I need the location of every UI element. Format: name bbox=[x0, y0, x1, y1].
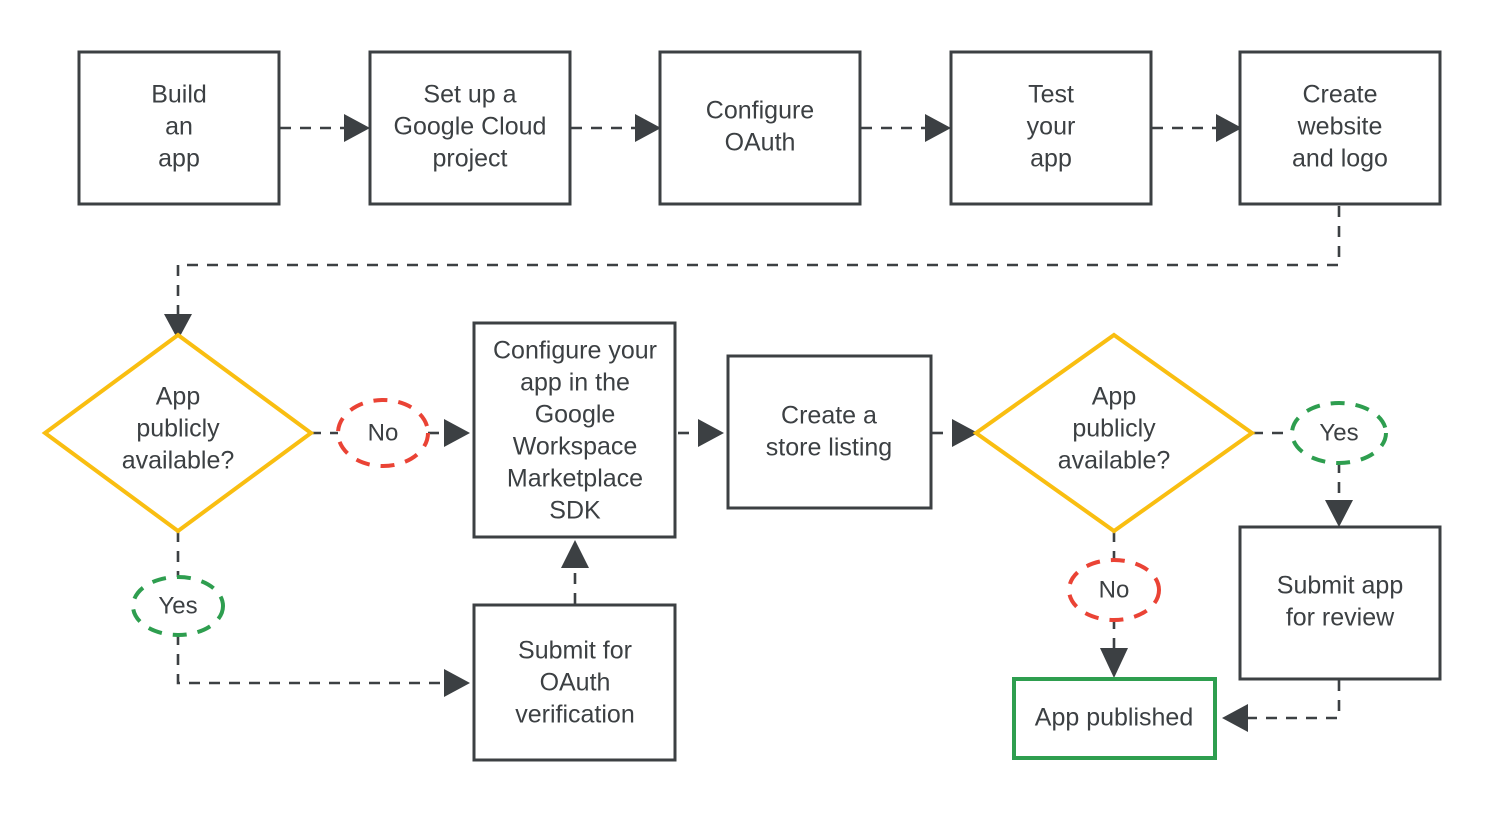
node-create-website-and-logo-line-0: Create bbox=[1302, 81, 1377, 109]
edge-label-no-2-text: No bbox=[1099, 576, 1130, 603]
edge-listing-to-decision2 bbox=[932, 419, 978, 447]
node-sdk-line-3: Workspace bbox=[513, 433, 638, 461]
node-configure-oauth[interactable]: Configure OAuth bbox=[658, 50, 862, 206]
node-google-cloud-project[interactable]: Set up a Google Cloud project bbox=[368, 50, 572, 206]
edge-no1-to-sdk bbox=[428, 419, 470, 447]
node-create-website-and-logo-line-2: and logo bbox=[1292, 145, 1388, 173]
edge-label-yes-1-text: Yes bbox=[158, 592, 197, 619]
edge-oauthverify-to-sdk bbox=[561, 540, 589, 604]
edge-label-no-2: No bbox=[1067, 558, 1161, 622]
edge-oauth-to-test bbox=[861, 114, 951, 142]
node-create-website-and-logo[interactable]: Create website and logo bbox=[1238, 50, 1442, 206]
node-configure-oauth-line-1: OAuth bbox=[725, 129, 796, 157]
node-submit-review-line-0: Submit app bbox=[1277, 572, 1403, 600]
edge-yes2-to-review bbox=[1325, 462, 1353, 527]
edge-label-yes-2-text: Yes bbox=[1319, 419, 1358, 446]
node-sdk-line-0: Configure your bbox=[493, 337, 657, 365]
node-submit-app-for-review[interactable]: Submit app for review bbox=[1238, 525, 1442, 681]
edge-yes1-to-oauthverify bbox=[176, 634, 470, 697]
node-build-an-app-line-0: Build bbox=[151, 81, 207, 109]
node-test-your-app[interactable]: Test your app bbox=[949, 50, 1153, 206]
node-google-cloud-project-line-2: project bbox=[432, 145, 507, 173]
node-build-an-app-line-1: an bbox=[165, 113, 193, 141]
node-store-listing-line-1: store listing bbox=[766, 434, 892, 462]
node-app-published[interactable]: App published bbox=[1012, 677, 1217, 760]
node-configure-marketplace-sdk[interactable]: Configure your app in the Google Workspa… bbox=[472, 321, 677, 539]
node-oauth-verify-line-0: Submit for bbox=[518, 637, 632, 665]
node-app-published-label: App published bbox=[1035, 704, 1193, 732]
edge-label-yes-1: Yes bbox=[131, 575, 225, 637]
edge-review-to-published bbox=[1222, 680, 1341, 732]
node-decision-app-publicly-available-1[interactable]: App publicly available? bbox=[41, 332, 315, 534]
node-google-cloud-project-line-0: Set up a bbox=[423, 81, 516, 109]
edge-no2-to-published bbox=[1100, 618, 1128, 678]
node-build-an-app[interactable]: Build an app bbox=[77, 50, 281, 206]
node-test-your-app-line-0: Test bbox=[1028, 81, 1074, 109]
edge-label-no-1: No bbox=[336, 398, 430, 468]
node-decision-1-line-0: App bbox=[156, 383, 200, 411]
node-decision-1-line-2: available? bbox=[122, 447, 235, 475]
edge-cloud-to-oauth bbox=[571, 114, 661, 142]
node-decision-2-line-1: publicly bbox=[1072, 415, 1156, 443]
node-configure-oauth-line-0: Configure bbox=[706, 97, 814, 125]
node-google-cloud-project-line-1: Google Cloud bbox=[394, 113, 547, 141]
edge-build-to-cloud bbox=[280, 114, 370, 142]
node-decision-2-line-0: App bbox=[1092, 383, 1136, 411]
node-create-website-and-logo-line-1: website bbox=[1297, 113, 1383, 141]
node-decision-app-publicly-available-2[interactable]: App publicly available? bbox=[972, 332, 1256, 534]
node-test-your-app-line-2: app bbox=[1030, 145, 1072, 173]
edge-sdk-to-listing bbox=[678, 419, 724, 447]
node-submit-review-line-1: for review bbox=[1286, 604, 1395, 632]
node-sdk-line-1: app in the bbox=[520, 369, 630, 397]
edge-test-to-website bbox=[1152, 114, 1242, 142]
edge-label-no-1-text: No bbox=[368, 419, 399, 446]
edge-website-to-decision1 bbox=[164, 206, 1341, 340]
node-store-listing-line-0: Create a bbox=[781, 402, 877, 430]
node-oauth-verify-line-1: OAuth bbox=[540, 669, 611, 697]
node-create-store-listing[interactable]: Create a store listing bbox=[726, 354, 933, 510]
node-sdk-line-5: SDK bbox=[549, 497, 601, 525]
node-sdk-line-2: Google bbox=[535, 401, 616, 429]
connectors bbox=[164, 114, 1353, 732]
node-decision-2-line-2: available? bbox=[1058, 447, 1171, 475]
node-decision-1-line-1: publicly bbox=[136, 415, 220, 443]
edge-label-yes-2: Yes bbox=[1290, 401, 1388, 465]
node-submit-oauth-verification[interactable]: Submit for OAuth verification bbox=[472, 603, 677, 762]
node-sdk-line-4: Marketplace bbox=[507, 465, 643, 493]
node-oauth-verify-line-2: verification bbox=[515, 701, 635, 729]
node-build-an-app-line-2: app bbox=[158, 145, 200, 173]
node-test-your-app-line-1: your bbox=[1027, 113, 1076, 141]
